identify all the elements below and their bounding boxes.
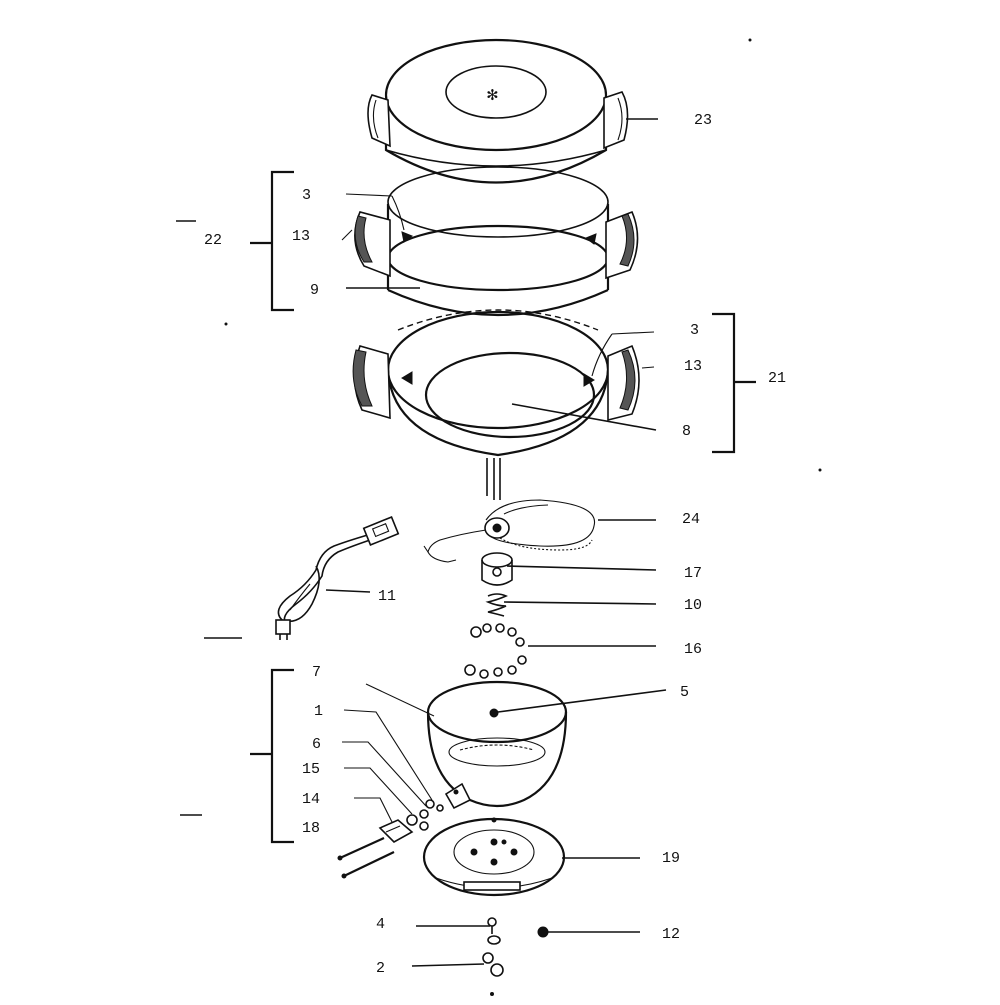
callout-12: 12 bbox=[662, 926, 680, 943]
part-nuts-washers bbox=[464, 623, 527, 679]
callout-24: 24 bbox=[682, 511, 700, 528]
callout-8: 8 bbox=[682, 423, 691, 440]
callout-7: 7 bbox=[312, 664, 321, 681]
callout-16: 16 bbox=[684, 641, 702, 658]
part-sleeve bbox=[481, 552, 513, 586]
callout-13-lower: 13 bbox=[684, 358, 702, 375]
callout-6: 6 bbox=[312, 736, 321, 753]
callout-1: 1 bbox=[314, 703, 323, 720]
callout-23: 23 bbox=[694, 112, 712, 129]
part-feet-screws bbox=[482, 917, 549, 977]
callout-9: 9 bbox=[310, 282, 319, 299]
callout-13-upper: 13 bbox=[292, 228, 310, 245]
callout-15: 15 bbox=[302, 761, 320, 778]
callout-18: 18 bbox=[302, 820, 320, 837]
part-lid: ✻ bbox=[367, 38, 629, 184]
svg-text:✻: ✻ bbox=[487, 86, 498, 106]
leader-lines bbox=[325, 118, 667, 967]
callout-3-upper: 3 bbox=[302, 187, 311, 204]
callout-3-lower: 3 bbox=[690, 322, 699, 339]
part-upper-steamer bbox=[354, 166, 639, 317]
scan-marks bbox=[176, 38, 822, 996]
callout-21: 21 bbox=[768, 370, 786, 387]
part-lower-steamer bbox=[352, 309, 640, 500]
callout-4: 4 bbox=[376, 916, 385, 933]
part-base-pot bbox=[426, 680, 568, 810]
part-spring bbox=[485, 593, 508, 617]
part-base-plate bbox=[422, 817, 566, 897]
callout-2: 2 bbox=[376, 960, 385, 977]
assembly-brackets bbox=[250, 170, 756, 844]
callout-5: 5 bbox=[680, 684, 689, 701]
callout-14: 14 bbox=[302, 791, 320, 808]
callout-10: 10 bbox=[684, 597, 702, 614]
part-power-cord bbox=[275, 515, 400, 640]
callout-17: 17 bbox=[684, 565, 702, 582]
callout-11: 11 bbox=[378, 588, 396, 605]
part-small-hardware bbox=[337, 799, 444, 879]
callout-22: 22 bbox=[204, 232, 222, 249]
callout-labels: 23 22 3 13 9 3 13 21 8 24 17 11 10 16 7 … bbox=[204, 112, 786, 977]
part-thermostat-coil bbox=[423, 499, 596, 563]
callout-19: 19 bbox=[662, 850, 680, 867]
